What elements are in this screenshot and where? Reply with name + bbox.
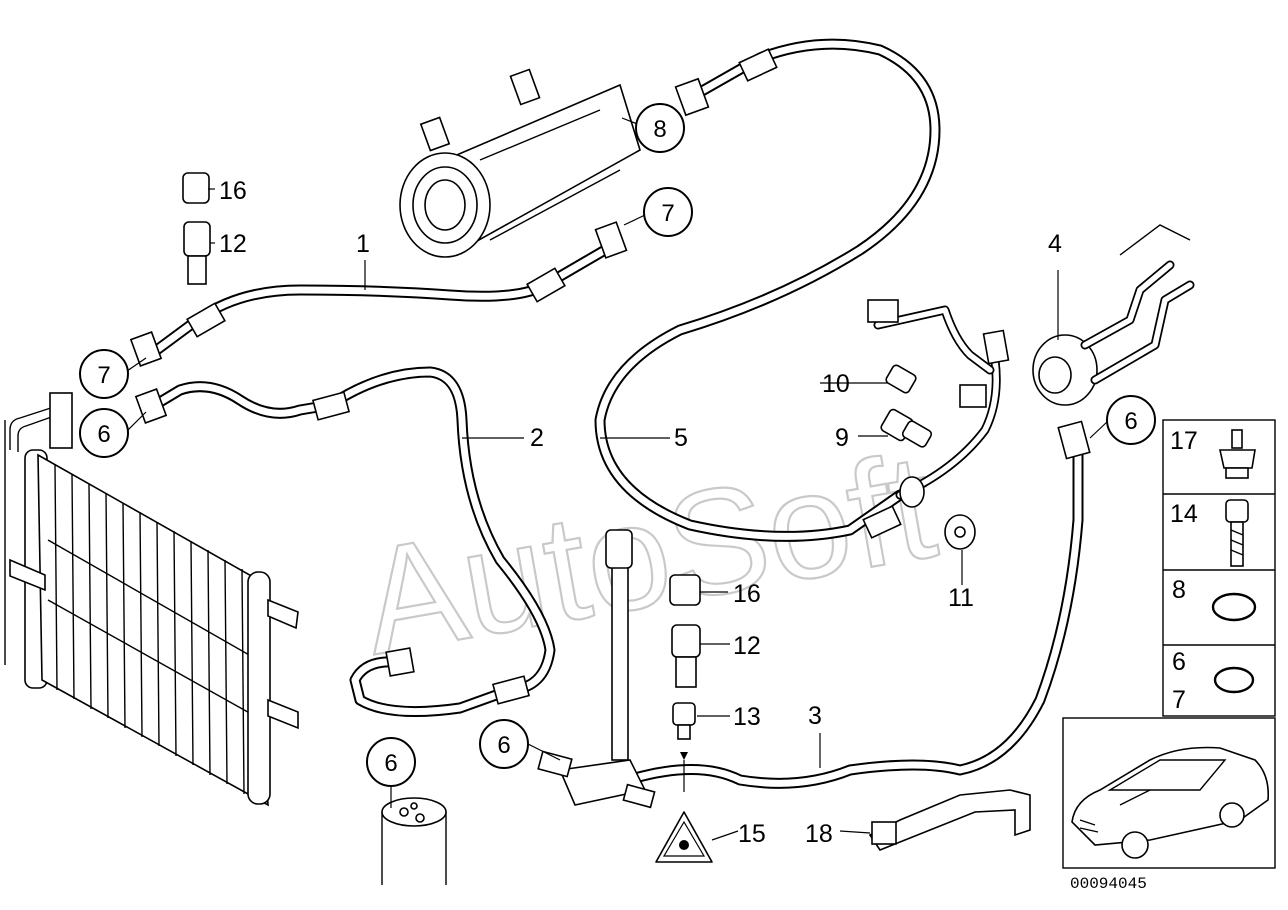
label-9: 9: [835, 424, 849, 452]
label-11: 11: [948, 584, 974, 612]
label-16-center: 16: [733, 580, 761, 608]
label-16-upper: 16: [219, 177, 247, 205]
callout-7-left: 7: [79, 349, 129, 399]
warning-triangle: [655, 811, 713, 863]
callout-6-valve: 6: [479, 719, 529, 769]
receiver-drier: [381, 797, 447, 885]
label-18: 18: [805, 820, 833, 848]
legend-14: 14: [1170, 500, 1198, 528]
condenser: [4, 392, 299, 807]
label-5: 5: [674, 424, 688, 452]
label-15: 15: [738, 820, 766, 848]
legend-17: 17: [1170, 427, 1198, 455]
label-2: 2: [530, 424, 544, 452]
nut-17-icon: [1219, 429, 1256, 479]
svg-text:6: 6: [497, 732, 510, 759]
label-10: 10: [822, 370, 850, 398]
label-3: 3: [808, 702, 822, 730]
callout-6-drier: 6: [366, 737, 416, 787]
label-1: 1: [356, 230, 370, 258]
legend-7: 7: [1172, 686, 1186, 714]
callout-6-right: 6: [1106, 395, 1156, 445]
label-12-upper: 12: [219, 230, 247, 258]
small-parts-center: [669, 574, 701, 740]
expansion-valve: [1032, 224, 1195, 406]
hose-1: [129, 221, 628, 367]
small-parts-upper-left: [182, 172, 211, 285]
reference-number: 00094045: [1070, 875, 1147, 893]
svg-text:6: 6: [1124, 408, 1137, 435]
label-13: 13: [733, 703, 761, 731]
svg-text:6: 6: [384, 750, 397, 777]
watermark-text: AutoSoft: [350, 421, 946, 686]
compressor: [399, 68, 641, 258]
vehicle-thumbnail: [1062, 717, 1276, 869]
hose-3: [629, 420, 1091, 789]
o-ring-8-icon: [1211, 592, 1257, 622]
parts-legend: 17 14 8 6 7: [1162, 419, 1276, 717]
svg-text:7: 7: [97, 362, 110, 389]
legend-6: 6: [1172, 648, 1186, 676]
legend-8: 8: [1172, 576, 1186, 604]
callout-8: 8: [635, 103, 685, 153]
o-ring-6-7-icon: [1213, 666, 1255, 694]
small-parts-right: [880, 364, 976, 550]
svg-text:8: 8: [653, 116, 666, 143]
hose-2: [134, 366, 556, 718]
svg-text:6: 6: [97, 421, 110, 448]
svg-text:7: 7: [661, 200, 674, 227]
part-labels: 1 2 3 4 5 9 10 11 12 12 13 15 16 16 18: [219, 177, 1062, 848]
callout-7-right: 7: [643, 187, 693, 237]
bracket-18: [868, 789, 1031, 851]
service-pipe: [867, 299, 1010, 508]
callout-6-left: 6: [79, 408, 129, 458]
bolt-14-icon: [1225, 499, 1249, 567]
leader-lines: [126, 117, 1109, 841]
label-12-center: 12: [733, 632, 761, 660]
service-valve-assembly: [537, 529, 656, 809]
hose-5: [594, 38, 941, 542]
label-4: 4: [1048, 230, 1062, 258]
